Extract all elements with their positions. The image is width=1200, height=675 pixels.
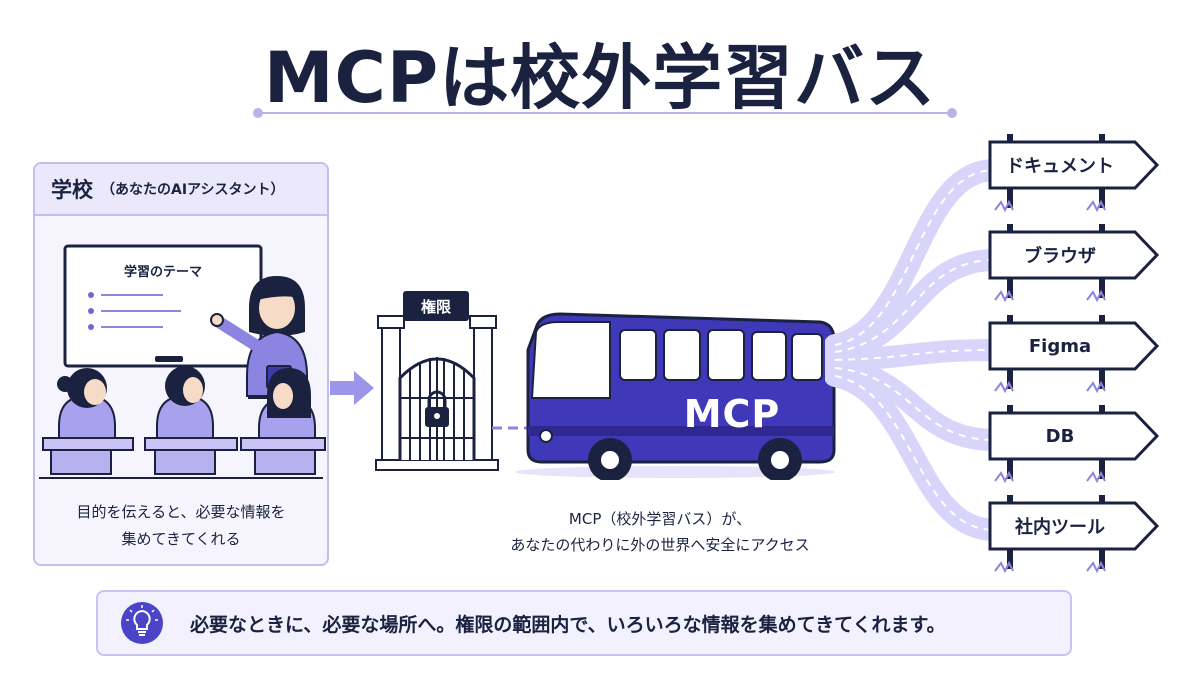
destination-db: DB — [1045, 425, 1075, 447]
blackboard: 学習のテーマ — [63, 244, 263, 368]
page-title: MCPは校外学習バス — [263, 37, 937, 119]
school-panel-header: 学校 （あなたのAIアシスタント） — [35, 164, 327, 216]
bus-caption-line-1: MCP（校外学習バス）が、 — [568, 510, 752, 528]
school-caption-line-2: 集めてきてくれる — [121, 530, 241, 548]
summary-banner: 必要なときに、必要な場所へ。権限の範囲内で、いろいろな情報を集めてきてくれます。 — [96, 590, 1072, 656]
school-subtitle: （あなたのAIアシスタント） — [101, 182, 285, 198]
classroom-illustration: 学習のテーマ — [39, 244, 326, 479]
signpost-db — [988, 405, 1160, 483]
bus-caption: MCP（校外学習バス）が、 あなたの代わりに外の世界へ安全にアクセス — [470, 506, 850, 558]
school-caption-line-1: 目的を伝えると、必要な情報を — [76, 503, 286, 521]
lock-icon — [425, 390, 449, 427]
destination-browser: ブラウザ — [1024, 246, 1096, 267]
school-caption: 目的を伝えると、必要な情報を 集めてきてくれる — [35, 499, 327, 553]
permission-gate — [375, 315, 499, 471]
signpost-browser — [988, 224, 1160, 302]
school-title: 学校 — [51, 178, 93, 202]
bus-label: MCP — [683, 392, 781, 436]
destination-documents: ドキュメント — [1006, 156, 1114, 177]
destination-figma: Figma — [1028, 335, 1092, 357]
student-left — [57, 368, 116, 443]
desks — [39, 437, 326, 479]
signpost-documents — [988, 134, 1160, 212]
banner-text: 必要なときに、必要な場所へ。権限の範囲内で、いろいろな情報を集めてきてくれます。 — [190, 613, 946, 636]
title-divider — [253, 108, 957, 118]
destination-internal-tools: 社内ツール — [1015, 517, 1105, 538]
mcp-bus — [492, 312, 836, 480]
flow-arrow — [330, 371, 374, 405]
bus-caption-line-2: あなたの代わりに外の世界へ安全にアクセス — [510, 536, 810, 554]
student-right — [258, 368, 316, 443]
student-center — [156, 366, 214, 443]
roads-to-destinations — [825, 159, 1006, 541]
lightbulb-icon — [121, 602, 163, 644]
signpost-internal-tools — [988, 495, 1160, 573]
school-panel: 学校 （あなたのAIアシスタント） 学習のテーマ — [33, 162, 329, 566]
blackboard-title: 学習のテーマ — [124, 264, 202, 280]
gate-label: 権限 — [403, 291, 469, 321]
signpost-figma — [988, 315, 1160, 393]
